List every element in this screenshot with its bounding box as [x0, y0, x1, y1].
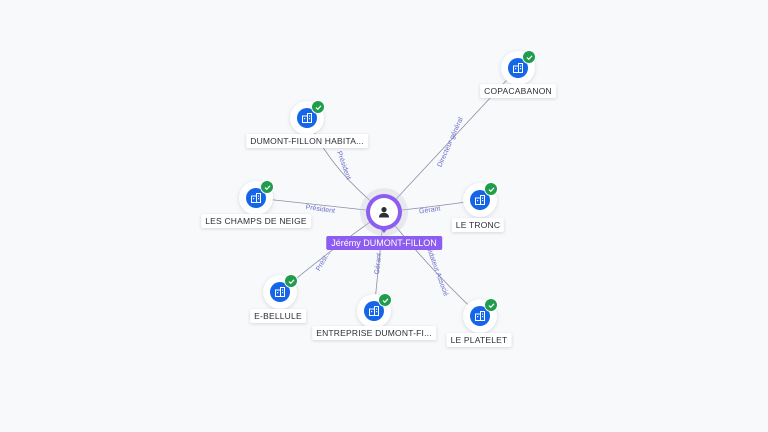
company-label-copacabanon[interactable]: COPACABANON: [480, 84, 556, 98]
edge-label-les-champs-de-neige: Président: [305, 204, 335, 215]
check-icon: [260, 180, 274, 194]
check-icon: [311, 100, 325, 114]
center-person-label[interactable]: Jérémy DUMONT-FILLON: [326, 236, 442, 250]
edge-label-dumont-fillon-habitat: Président: [335, 150, 352, 180]
company-label-entreprise-dumont-fillon[interactable]: ENTREPRISE DUMONT-FI...: [312, 326, 436, 340]
edge-label-entreprise-dumont-fillon: Gérant: [374, 253, 383, 275]
edge-label-copacabanon: Directeur général: [437, 116, 465, 168]
check-icon: [284, 274, 298, 288]
company-icon: [364, 301, 384, 321]
company-icon: [470, 190, 490, 210]
company-icon: [297, 108, 317, 128]
company-node-le-platelet[interactable]: [463, 298, 498, 333]
check-icon: [484, 298, 498, 312]
company-node-entreprise-dumont-fillon[interactable]: [357, 293, 392, 328]
company-label-les-champs-de-neige[interactable]: LES CHAMPS DE NEIGE: [201, 214, 311, 228]
company-icon: [508, 58, 528, 78]
company-node-copacabanon[interactable]: [501, 50, 536, 85]
person-icon: [370, 198, 398, 226]
company-node-e-bellule[interactable]: [263, 274, 298, 309]
check-icon: [522, 50, 536, 64]
edge-label-le-tronc: Gérant: [419, 206, 441, 216]
company-node-dumont-fillon-habitat[interactable]: [290, 100, 325, 135]
company-label-le-tronc[interactable]: LE TRONC: [451, 218, 505, 232]
company-label-dumont-fillon-habitat[interactable]: DUMONT-FILLON HABITA...: [246, 134, 368, 148]
company-label-le-platelet[interactable]: LE PLATELET: [446, 333, 512, 347]
check-icon: [484, 182, 498, 196]
company-node-le-tronc[interactable]: [463, 182, 498, 217]
company-node-les-champs-de-neige[interactable]: [239, 180, 274, 215]
company-label-e-bellule[interactable]: E-BELLULE: [250, 309, 306, 323]
check-icon: [378, 293, 392, 307]
edge-copacabanon: [383, 67, 519, 213]
company-icon: [270, 282, 290, 302]
company-icon: [246, 188, 266, 208]
center-person-node[interactable]: [360, 188, 408, 236]
company-icon: [470, 306, 490, 326]
